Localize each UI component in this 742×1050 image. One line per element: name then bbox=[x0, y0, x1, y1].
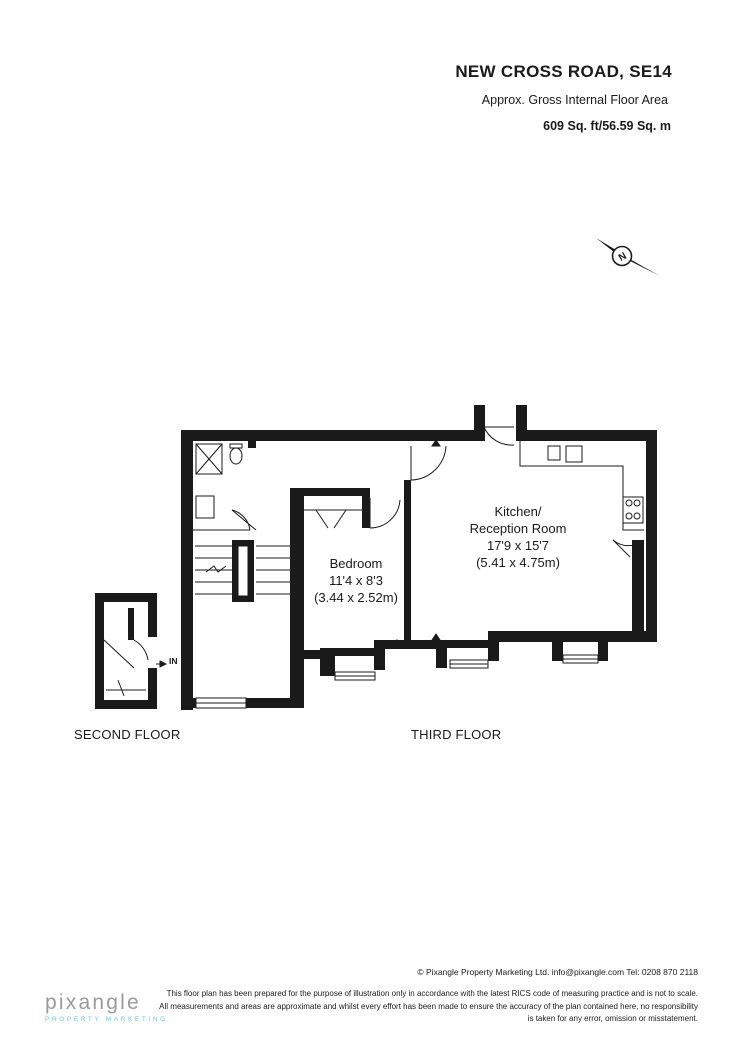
property-title: NEW CROSS ROAD, SE14 bbox=[455, 62, 672, 81]
floor-area-value: 609 Sq. ft/56.59 Sq. m bbox=[543, 119, 671, 133]
disclaimer-text: This floor plan has been prepared for th… bbox=[159, 989, 698, 1023]
room-dims-imperial: 17'9 x 15'7 bbox=[486, 538, 550, 553]
third-floor-details bbox=[159, 426, 645, 709]
entrance-label: IN bbox=[169, 656, 178, 666]
bedroom-label: Bedroom 11'4 x 8'3 (3.44 x 2.52m) bbox=[304, 555, 408, 606]
second-floor-walls bbox=[95, 593, 157, 709]
room-name-line2: Reception Room bbox=[469, 521, 567, 536]
room-name: Kitchen/ bbox=[494, 504, 542, 519]
area-caption: Approx. Gross Internal Floor Area bbox=[481, 93, 668, 107]
second-floor-label: SECOND FLOOR bbox=[74, 727, 181, 742]
compass-letter: N bbox=[617, 251, 629, 264]
third-floor-label: THIRD FLOOR bbox=[411, 727, 502, 742]
room-dims-metric: (5.41 x 4.75m) bbox=[476, 555, 560, 570]
logo-tagline: PROPERTY MARKETING bbox=[45, 1016, 168, 1023]
room-dims-metric: (3.44 x 2.52m) bbox=[314, 590, 398, 605]
compass-north-icon: N bbox=[596, 238, 660, 276]
kitchen-reception-label: Kitchen/ Reception Room 17'9 x 15'7 (5.4… bbox=[448, 503, 588, 571]
room-dims-imperial: 11'4 x 8'3 bbox=[329, 573, 383, 588]
copyright-line: © Pixangle Property Marketing Ltd. info@… bbox=[417, 967, 698, 977]
room-name: Bedroom bbox=[329, 556, 383, 571]
pixangle-logo: pixangle bbox=[45, 991, 141, 1014]
